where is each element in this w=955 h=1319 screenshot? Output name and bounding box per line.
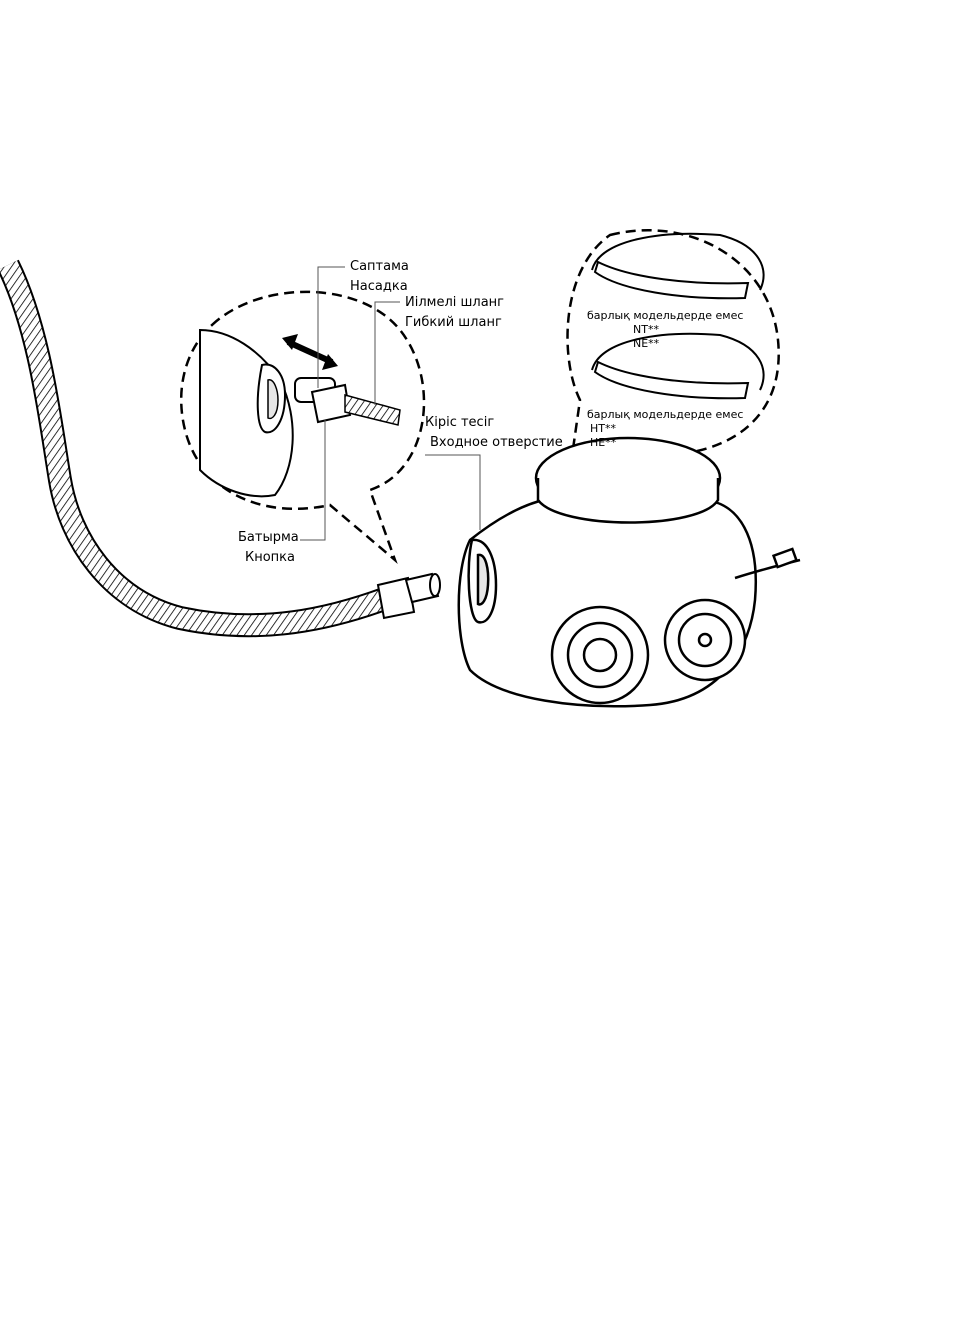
label-nozzle-kz: Саптама xyxy=(350,259,409,275)
label-hose-kz: Иілмелі шланг xyxy=(405,295,504,311)
hose-connector xyxy=(378,574,440,618)
label-button-ru: Кнопка xyxy=(245,550,295,566)
label-hose-ru: Гибкий шланг xyxy=(405,315,502,331)
label-model-ne: NE** xyxy=(633,337,659,350)
label-model-nt: NT** xyxy=(633,323,659,336)
detail-circle-nozzle xyxy=(181,292,424,560)
label-inlet-ru: Входное отверстие xyxy=(430,435,563,451)
label-nozzle-ru: Насадка xyxy=(350,279,408,295)
label-model-ht: HT** xyxy=(590,422,616,435)
label-model-he: HE** xyxy=(590,436,616,449)
label-not-all-models-2: барлық модельдерде емес xyxy=(587,408,743,421)
vacuum-body xyxy=(459,438,800,706)
label-not-all-models-1: барлық модельдерде емес xyxy=(587,309,743,322)
label-button-kz: Батырма xyxy=(238,530,299,546)
label-inlet-kz: Кіріс тесіг xyxy=(425,415,494,431)
